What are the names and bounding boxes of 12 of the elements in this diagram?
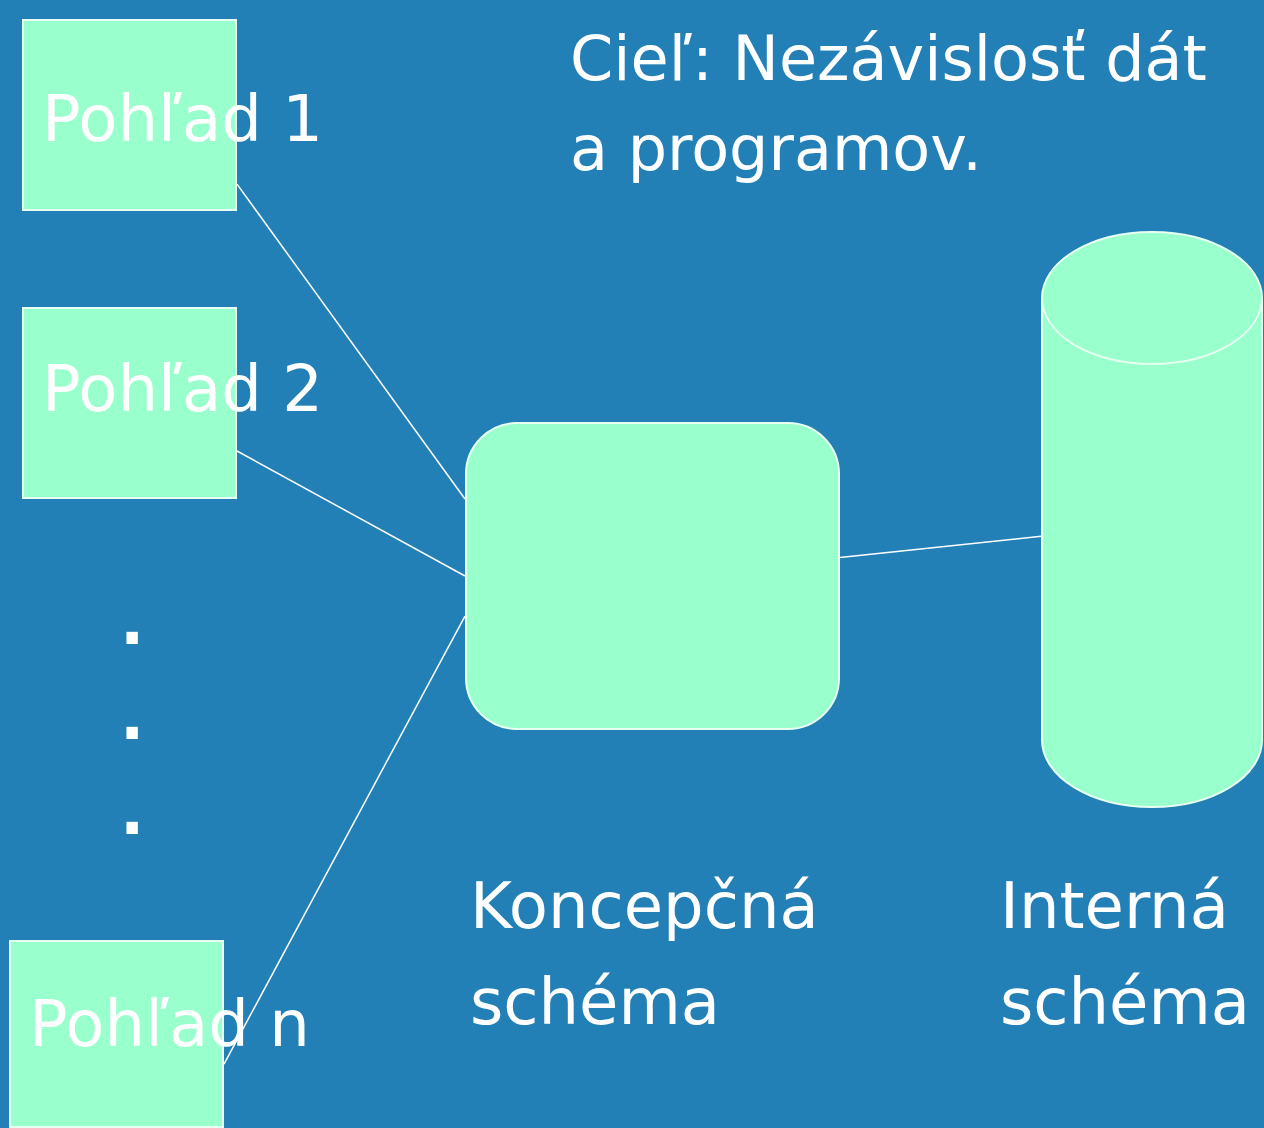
ellipsis-dot: .	[120, 590, 145, 654]
ellipsis-dot: .	[120, 780, 145, 844]
title: Cieľ: Nezávislosť dát a programov.	[570, 21, 1208, 187]
schema-caption: Koncepčná schéma	[470, 868, 820, 1041]
rounded-box	[465, 422, 840, 730]
connector-line	[236, 183, 466, 500]
connector-line	[236, 450, 466, 577]
connector-line	[223, 615, 466, 1065]
schema-caption: Interná schéma	[1000, 868, 1252, 1041]
connector-line	[839, 535, 1042, 559]
database-cylinder	[1041, 231, 1263, 807]
ellipsis-dot: .	[120, 685, 145, 749]
